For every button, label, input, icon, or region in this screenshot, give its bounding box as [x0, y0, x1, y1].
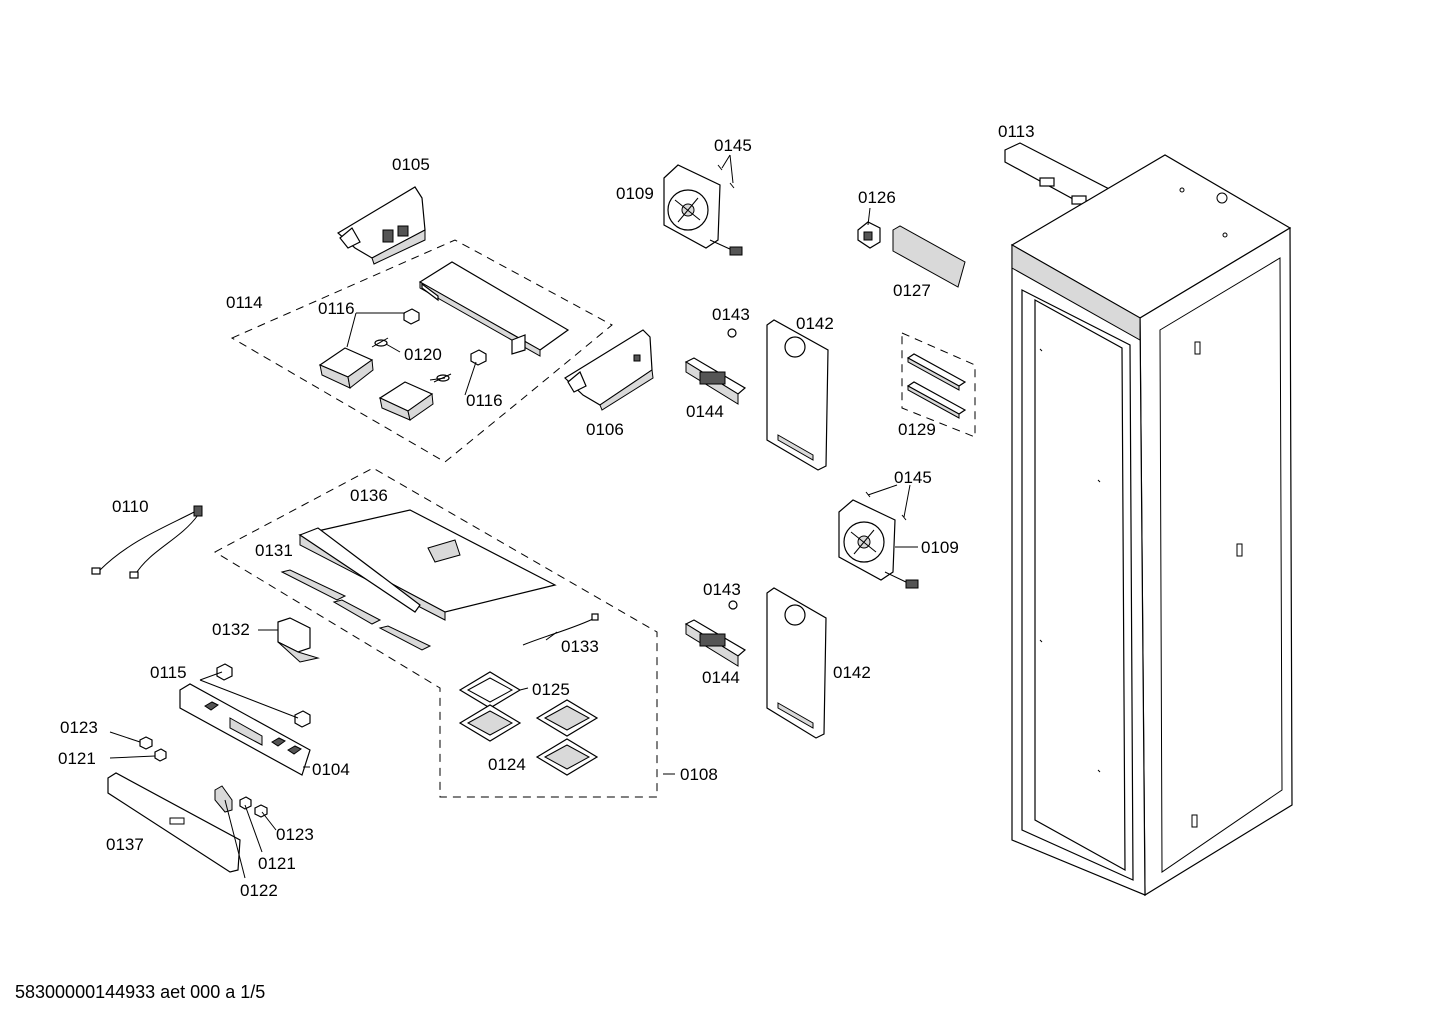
- part-0133-sensor: [522, 613, 599, 646]
- part-0127-label: [892, 225, 966, 288]
- part-0124-pads: [458, 699, 599, 776]
- part-0114-lamp-cover-a: [318, 347, 374, 389]
- label-0120: 0120: [404, 345, 442, 364]
- label-0121: 0121: [58, 749, 96, 768]
- label-0131: 0131: [255, 541, 293, 560]
- part-0137-trim: [107, 772, 241, 873]
- part-0143-plug-upper: [727, 328, 737, 338]
- label-0106: 0106: [586, 420, 624, 439]
- part-0114-cover-tray: [418, 261, 570, 357]
- part-labels: 0105 0114 0116 0120 0116 0106 0145 0109 …: [58, 122, 1035, 900]
- label-0123: 0123: [276, 825, 314, 844]
- label-0124: 0124: [488, 755, 526, 774]
- label-0109: 0109: [921, 538, 959, 557]
- part-0105-bracket: [336, 186, 426, 265]
- label-0143: 0143: [703, 580, 741, 599]
- label-0123: 0123: [60, 718, 98, 737]
- part-0142-panel-upper: [766, 319, 829, 471]
- label-0144: 0144: [686, 402, 724, 421]
- part-0106-bracket: [564, 329, 654, 411]
- document-id: 58300000144933 aet 000 a 1/5: [15, 982, 265, 1002]
- part-0116-connector-b: [470, 349, 487, 366]
- label-0126: 0126: [858, 188, 896, 207]
- part-cabinet: [1010, 154, 1293, 897]
- label-0113: 0113: [998, 122, 1035, 141]
- part-0123-screw-b: [254, 804, 268, 818]
- label-0137: 0137: [106, 835, 144, 854]
- assembly-outline-0129: [901, 332, 976, 438]
- label-0129: 0129: [898, 420, 936, 439]
- label-0109: 0109: [616, 184, 654, 203]
- label-0145: 0145: [894, 468, 932, 487]
- part-0120-lamp-a: [371, 337, 389, 348]
- part-0121-screw-b: [239, 796, 252, 810]
- leader-lines: [109, 154, 918, 879]
- label-0116: 0116: [318, 299, 355, 318]
- assembly-outline-0108: [213, 467, 658, 798]
- label-0115: 0115: [150, 663, 187, 682]
- part-0121-screw-a: [154, 748, 167, 762]
- part-0125-pads: [458, 671, 522, 709]
- part-0116-connector-a: [403, 308, 420, 325]
- label-0145: 0145: [714, 136, 752, 155]
- part-0129-strips: [906, 353, 967, 419]
- part-0115-knobs: [216, 663, 311, 728]
- label-0127: 0127: [893, 281, 931, 300]
- part-0110-wiring: [91, 505, 203, 579]
- label-0105: 0105: [392, 155, 430, 174]
- part-0144-bar-lower: [684, 619, 747, 667]
- label-0121: 0121: [258, 854, 296, 873]
- part-0123-screw-a: [139, 736, 153, 750]
- label-0122: 0122: [240, 881, 278, 900]
- label-0132: 0132: [212, 620, 250, 639]
- part-0104-control-panel: [179, 683, 311, 776]
- label-0125: 0125: [532, 680, 570, 699]
- part-0122-switch: [214, 785, 233, 813]
- part-0109-fan-lower: [838, 499, 919, 589]
- part-0132-clip: [277, 617, 320, 663]
- part-0144-bar-upper: [684, 357, 747, 405]
- part-0109-fan-upper: [663, 164, 743, 256]
- label-0144: 0144: [702, 668, 740, 687]
- part-0142-panel-lower: [766, 587, 827, 739]
- assembly-outline-0114: [230, 239, 613, 463]
- label-0114: 0114: [226, 293, 263, 312]
- part-0114-lamp-cover-b: [378, 381, 434, 421]
- part-0131-strips: [280, 569, 432, 651]
- part-0136-tray: [298, 509, 557, 621]
- label-0110: 0110: [112, 497, 149, 516]
- part-0126-switch: [857, 221, 881, 249]
- label-0108: 0108: [680, 765, 718, 784]
- label-0142: 0142: [833, 663, 871, 682]
- label-0104: 0104: [312, 760, 350, 779]
- label-0133: 0133: [561, 637, 599, 656]
- label-0136: 0136: [350, 486, 388, 505]
- label-0143: 0143: [712, 305, 750, 324]
- part-0143-plug-lower: [728, 600, 738, 610]
- label-0116: 0116: [466, 391, 503, 410]
- label-0142: 0142: [796, 314, 834, 333]
